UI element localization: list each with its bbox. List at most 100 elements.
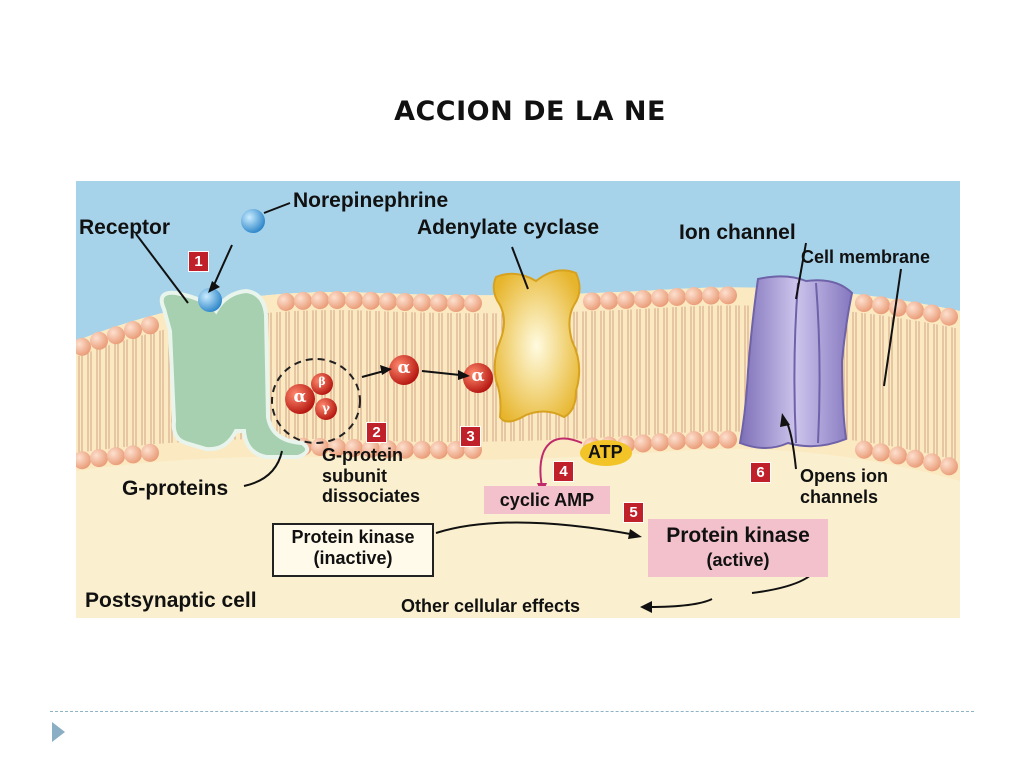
- phospholipid-head: [345, 291, 363, 310]
- phospholipid-head: [311, 291, 329, 310]
- other-effects-arrow: [647, 598, 713, 608]
- phospholipid-head: [872, 296, 890, 315]
- phospholipid-head: [889, 298, 907, 317]
- phospholipid-head: [396, 440, 414, 459]
- phospholipid-head: [668, 431, 686, 450]
- step-2-badge: 2: [366, 422, 387, 443]
- phospholipid-head: [90, 331, 108, 350]
- step-4-badge: 4: [553, 461, 574, 482]
- gamma-symbol: γ: [322, 401, 330, 415]
- phospholipid-head: [583, 292, 601, 311]
- phospholipid-head: [855, 440, 873, 459]
- alpha-subunit-bound: [463, 363, 493, 393]
- phospholipid-head: [906, 301, 924, 320]
- phospholipid-head: [413, 440, 431, 459]
- step-6-badge: 6: [750, 462, 771, 483]
- phospholipid-head: [719, 286, 737, 305]
- phospholipid-head: [872, 443, 890, 462]
- g-gamma-subunit: [315, 398, 337, 420]
- phospholipid-head: [685, 431, 703, 450]
- atp-label: ATP: [588, 442, 623, 462]
- phospholipid-head: [923, 453, 941, 472]
- phospholipid-head: [940, 307, 958, 326]
- phospholipid-head: [107, 326, 125, 345]
- phospholipid-head: [600, 291, 618, 310]
- g-protein-subunit-label: G-protein subunit dissociates: [322, 445, 421, 507]
- slide-bullet-arrow-icon: [52, 722, 65, 742]
- phospholipid-head: [430, 440, 448, 459]
- protein-kinase-active-name: Protein kinase: [666, 524, 810, 547]
- leader-lines: [135, 202, 902, 487]
- phospholipid-head: [634, 290, 652, 309]
- outer-leaflet-heads: [76, 286, 958, 356]
- phospholipid-head: [141, 443, 159, 462]
- step-5-badge: 5: [623, 502, 644, 523]
- phospholipid-head: [124, 445, 142, 464]
- step-3-badge: 3: [460, 426, 481, 447]
- ion-channel-protein: [738, 275, 854, 449]
- phospholipid-head: [345, 438, 363, 457]
- norepinephrine-label: Norepinephrine: [293, 189, 449, 212]
- phospholipid-head: [413, 293, 431, 312]
- phospholipid-head: [379, 440, 397, 459]
- phospholipid-head: [447, 294, 465, 313]
- phospholipid-head: [702, 286, 720, 305]
- protein-kinase-inactive-state: (inactive): [313, 548, 393, 568]
- atp-to-camp-arrow: [539, 437, 583, 488]
- other-cellular-effects-label: Other cellular effects: [401, 596, 581, 616]
- phospholipid-head: [396, 293, 414, 312]
- phospholipid-head: [362, 291, 380, 310]
- phospholipid-head: [76, 337, 91, 356]
- protein-kinase-active-box: Protein kinase (active): [648, 519, 828, 577]
- phospholipid-head: [328, 291, 346, 310]
- receptor-label: Receptor: [79, 216, 171, 239]
- phospholipid-head: [855, 294, 873, 313]
- phospholipid-head: [634, 434, 652, 453]
- phospholipid-head: [277, 292, 295, 311]
- protein-kinase-active-state: (active): [706, 550, 770, 570]
- footer-divider: [50, 711, 974, 712]
- step-1-badge: 1: [188, 251, 209, 272]
- phospholipid-head: [940, 457, 958, 476]
- phospholipid-head: [141, 316, 159, 335]
- phospholipid-head: [923, 304, 941, 323]
- phospholipid-head: [124, 321, 142, 340]
- phospholipid-head: [294, 291, 312, 310]
- phospholipid-head: [702, 430, 720, 449]
- phospholipid-head: [107, 447, 125, 466]
- phospholipid-head: [379, 292, 397, 311]
- phospholipid-head: [889, 446, 907, 465]
- norepinephrine-molecule-free: [241, 209, 265, 233]
- cyclic-amp-box: cyclic AMP: [484, 486, 610, 514]
- phospholipid-head: [90, 449, 108, 468]
- opens-ion-channels-label: Opens ion channels: [800, 466, 889, 507]
- cell-membrane-label: Cell membrane: [801, 247, 931, 267]
- phospholipid-head: [311, 437, 329, 456]
- arrow-heads: [208, 281, 790, 613]
- phospholipid-head: [651, 433, 669, 452]
- phospholipid-head: [651, 289, 669, 308]
- phospholipid-head: [906, 449, 924, 468]
- g-beta-subunit: [311, 373, 333, 395]
- alpha-subunit-moving: [389, 355, 419, 385]
- phospholipid-head: [328, 438, 346, 457]
- membrane-diagram: Norepinephrine Receptor Adenylate cyclas…: [76, 181, 960, 618]
- protein-kinase-inactive-box: Protein kinase (inactive): [272, 523, 434, 577]
- g-alpha-subunit: [285, 384, 315, 414]
- beta-symbol: β: [318, 375, 326, 388]
- diagram-graphics: [76, 181, 960, 613]
- alpha-symbol-moving: α: [397, 358, 411, 378]
- slide-title: ACCION DE LA NE: [394, 96, 666, 127]
- protein-kinase-inactive-name: Protein kinase: [291, 527, 415, 547]
- g-proteins-label: G-proteins: [122, 477, 229, 500]
- phospholipid-head: [362, 439, 380, 458]
- phospholipid-head: [617, 290, 635, 309]
- postsynaptic-cell-label: Postsynaptic cell: [85, 589, 257, 612]
- phospholipid-head: [719, 430, 737, 449]
- alpha-symbol-bound: α: [471, 366, 485, 386]
- atp-molecule: [580, 440, 632, 466]
- phospholipid-head: [668, 287, 686, 306]
- norepinephrine-molecule-bound: [198, 288, 222, 312]
- phospholipid-head: [685, 287, 703, 306]
- alpha-symbol: α: [293, 387, 307, 407]
